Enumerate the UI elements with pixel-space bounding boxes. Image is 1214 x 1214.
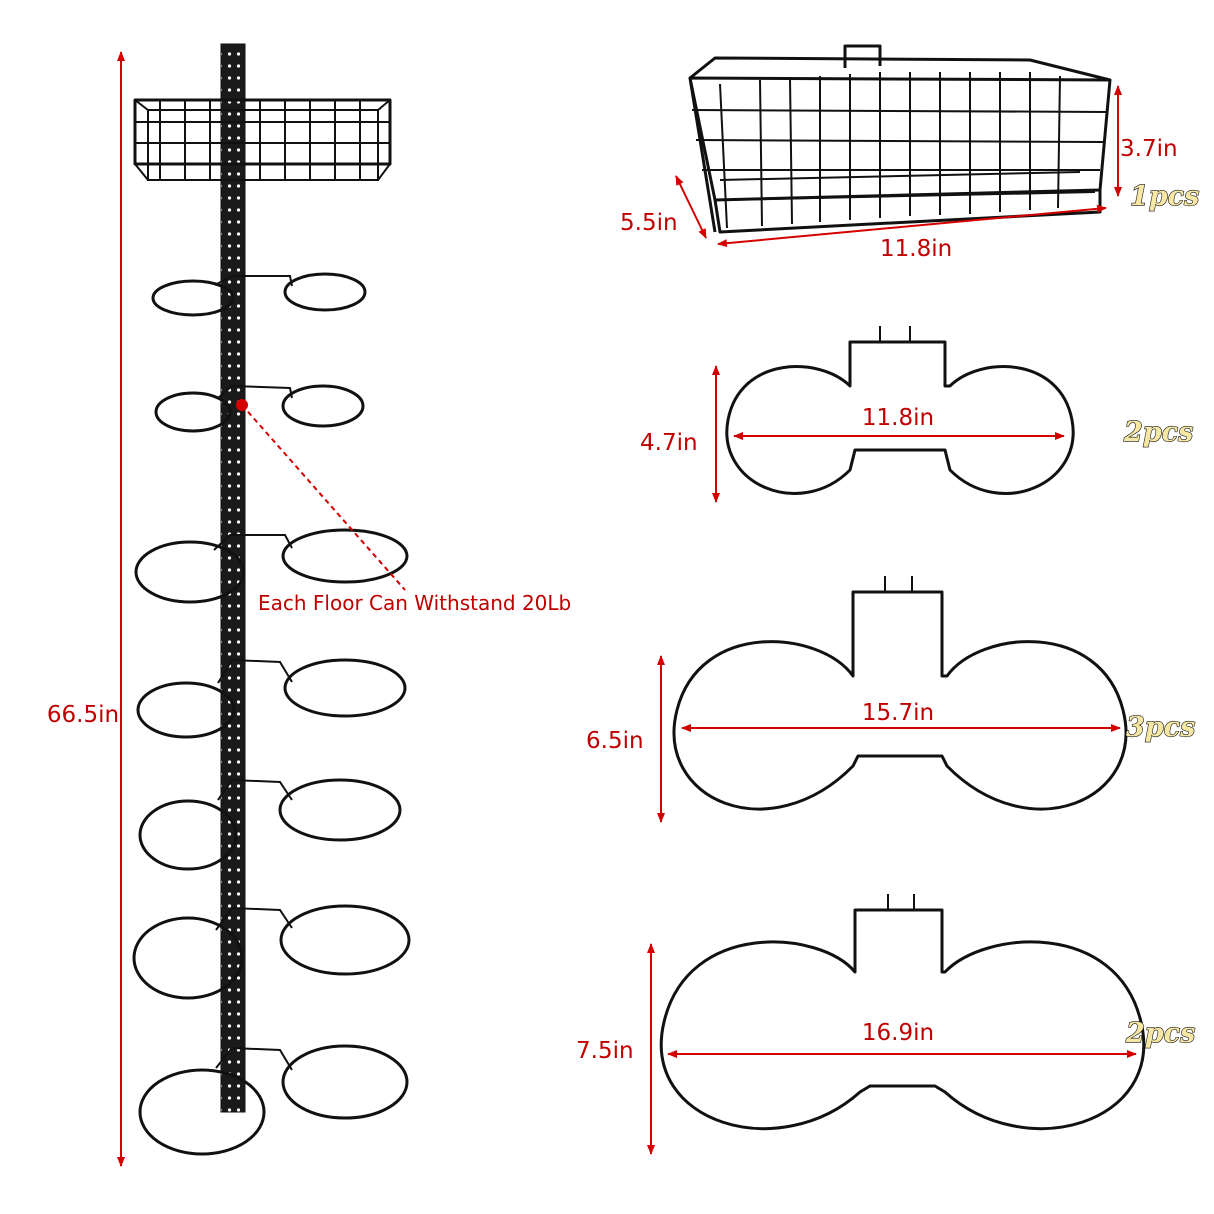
holder-medium bbox=[672, 576, 1128, 811]
rack-holder-6 bbox=[132, 904, 411, 1000]
holder-small-width-label: 11.8in bbox=[862, 405, 934, 431]
basket-width-dimension: 11.8in bbox=[717, 204, 1107, 262]
holder-small-height-label: 4.7in bbox=[640, 430, 698, 456]
holder-large bbox=[660, 894, 1145, 1130]
holder-small-quantity: 2pcs bbox=[1123, 417, 1193, 448]
rack-holder-5 bbox=[138, 778, 402, 871]
holder-medium-height-label: 6.5in bbox=[586, 728, 644, 754]
basket-height-dimension: 3.7in bbox=[1114, 85, 1178, 197]
rack-height-dimension: 66.5in bbox=[47, 51, 125, 1167]
rack-holder-3 bbox=[134, 528, 409, 604]
load-note-text: Each Floor Can Withstand 20Lb bbox=[258, 591, 571, 615]
holder-large-height-label: 7.5in bbox=[576, 1038, 634, 1064]
holder-small-height-dimension: 4.7in bbox=[640, 365, 720, 503]
holder-medium-height-dimension: 6.5in bbox=[586, 655, 665, 823]
basket-width-label: 11.8in bbox=[880, 236, 952, 262]
holder-large-width-label: 16.9in bbox=[862, 1020, 934, 1046]
holder-medium-quantity: 3pcs bbox=[1126, 712, 1195, 743]
holder-large-width-dimension: 16.9in bbox=[667, 1020, 1137, 1058]
basket-illustration bbox=[688, 44, 1112, 234]
rack-holder-7 bbox=[138, 1044, 409, 1156]
holder-small bbox=[725, 326, 1075, 495]
basket-depth-dimension: 5.5in bbox=[620, 175, 707, 239]
holder-medium-width-dimension: 15.7in bbox=[681, 700, 1121, 732]
rack-holder-2 bbox=[154, 384, 365, 433]
rack-height-label: 66.5in bbox=[47, 702, 119, 728]
holder-medium-width-label: 15.7in bbox=[862, 700, 934, 726]
holder-large-quantity: 2pcs bbox=[1125, 1018, 1195, 1049]
basket-depth-label: 5.5in bbox=[620, 210, 678, 236]
rack-holder-1 bbox=[151, 272, 367, 317]
basket-quantity: 1pcs bbox=[1130, 181, 1199, 212]
rack-holder-4 bbox=[136, 658, 407, 739]
basket-height-label: 3.7in bbox=[1120, 136, 1178, 162]
rack-post bbox=[220, 43, 246, 1113]
rack-illustration bbox=[132, 43, 411, 1156]
rack-basket bbox=[133, 98, 392, 181]
load-note-callout: Each Floor Can Withstand 20Lb bbox=[236, 399, 571, 615]
load-note-leader bbox=[241, 404, 406, 591]
holder-small-width-dimension: 11.8in bbox=[733, 405, 1065, 440]
holder-large-height-dimension: 7.5in bbox=[576, 943, 655, 1155]
